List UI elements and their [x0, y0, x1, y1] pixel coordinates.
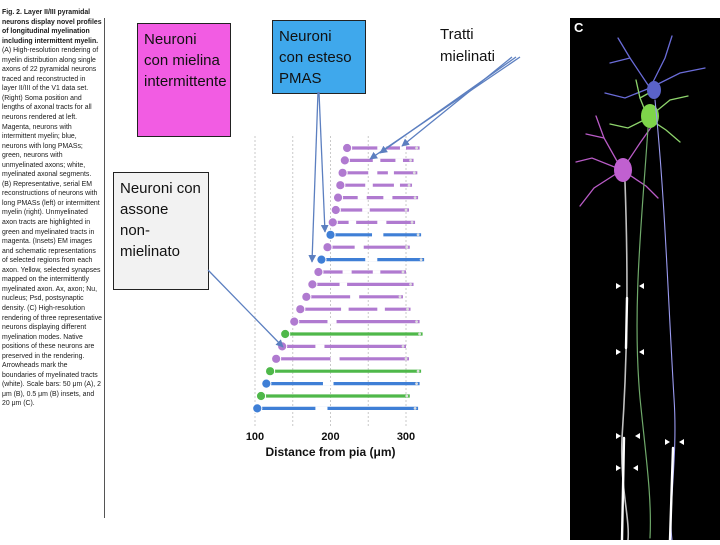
callout-intermittent-myelin: Neuroni con mielina intermittente [137, 23, 231, 137]
axon-end [406, 307, 409, 311]
x-tick-label: 100 [246, 431, 264, 443]
dendrite-branch [609, 57, 631, 64]
soma-marker [295, 304, 306, 315]
x-axis-label: Distance from pia (μm) [265, 445, 395, 459]
myelin-boundary-arrowhead [616, 349, 621, 355]
neuron-soma-green [641, 104, 659, 128]
axon-end [413, 407, 417, 410]
axon-end [401, 345, 405, 348]
soma-marker [261, 378, 272, 389]
axon-green [636, 127, 651, 539]
soma-marker [339, 155, 350, 166]
myelin-boundary-arrowhead [639, 349, 644, 355]
axon-end [401, 270, 405, 274]
soma-marker [337, 167, 348, 178]
axon-end [404, 357, 408, 361]
myelin-boundary-arrowhead [633, 465, 638, 471]
soma-marker [271, 353, 282, 364]
axon-end [409, 283, 412, 286]
dendrite-branch [575, 157, 623, 171]
figure-caption-body: (A) High-resolution rendering of myelin … [2, 47, 102, 408]
axon-end [418, 332, 422, 336]
callout-long-pmas: Neuroni con esteso PMAS [272, 20, 366, 94]
myelin-tract [624, 296, 629, 350]
soma-marker [277, 341, 288, 352]
soma-marker [255, 390, 267, 402]
soma-marker [289, 316, 300, 327]
axon-end [404, 208, 408, 212]
x-tick-label: 200 [321, 431, 339, 443]
neuron-rendering: C [574, 20, 706, 542]
soma-marker [327, 217, 338, 228]
myelin-boundary-arrowhead [616, 433, 621, 439]
myelin-boundary-arrowhead [639, 283, 644, 289]
axon-end [415, 382, 418, 385]
axon-end [416, 233, 420, 237]
dendrite-branch [649, 67, 706, 89]
neuron-soma-blue [647, 81, 661, 99]
soma-marker [280, 328, 291, 340]
figure-caption-lead: Fig. 2. Layer II/III pyramidal neurons d… [2, 9, 102, 45]
caption-divider [104, 18, 105, 518]
axon-end [415, 146, 418, 150]
axon-end [407, 183, 411, 187]
soma-marker [301, 291, 312, 302]
axon-end [405, 245, 409, 249]
soma-marker [332, 192, 344, 203]
myelin-boundary-arrowhead [616, 283, 621, 289]
soma-marker [322, 242, 333, 253]
soma-marker [335, 180, 346, 191]
myelin-tract [620, 436, 626, 542]
dendrite-branch [585, 133, 605, 139]
axon-end [412, 171, 416, 175]
dendrite-branch [609, 117, 649, 129]
dendrite-branch [617, 37, 651, 89]
figure-caption: Fig. 2. Layer II/III pyramidal neurons d… [2, 8, 102, 534]
myelin-boundary-arrowhead [665, 439, 670, 445]
axon-end [416, 369, 420, 373]
dendrite-branch [579, 169, 623, 207]
axon-end [415, 320, 418, 323]
dendrite-branch [604, 87, 651, 99]
soma-marker [252, 403, 263, 414]
axon-end [413, 196, 417, 200]
dendrite-branch [649, 35, 673, 89]
x-tick-label: 300 [397, 431, 415, 443]
panel-c-label: C [574, 20, 584, 35]
axon-end [409, 159, 412, 162]
soma-marker [313, 266, 324, 278]
soma-marker [316, 254, 327, 265]
axon-end [419, 258, 423, 261]
neuron-soma-purple [614, 158, 632, 182]
axon-end [398, 295, 402, 299]
soma-marker [325, 229, 336, 240]
myelin-boundary-arrowhead [679, 439, 684, 445]
axon-end [405, 394, 409, 398]
axon-end [410, 221, 414, 224]
myelin-boundary-arrowhead [635, 433, 640, 439]
axon-white [620, 181, 630, 541]
neuron-rendering-panel: C [570, 18, 720, 542]
soma-marker [265, 366, 276, 377]
soma-marker [330, 204, 341, 216]
callout-unmyelinated-axon: Neuroni con assone non-mielinato [113, 172, 209, 290]
soma-marker [342, 142, 353, 154]
soma-marker [307, 279, 318, 290]
myelin-boundary-arrowhead [616, 465, 621, 471]
callout-myelinated-tracts: Tratti mielinati [440, 26, 496, 65]
myelin-tract [668, 446, 675, 542]
